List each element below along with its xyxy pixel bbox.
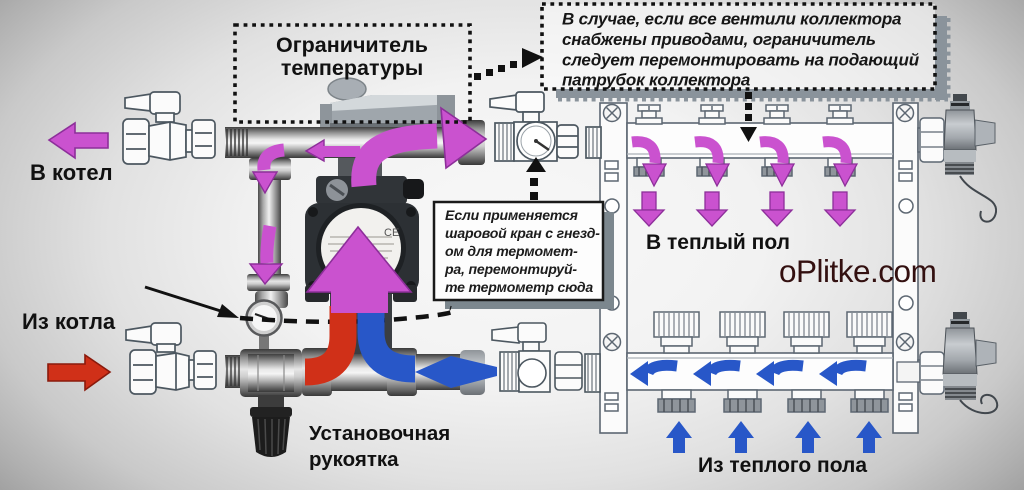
svg-text:В случае, если все вентили кол: В случае, если все вентили коллектора: [562, 10, 901, 29]
svg-text:oPlitke.com: oPlitke.com: [779, 253, 936, 289]
svg-text:Из теплого пола: Из теплого пола: [698, 454, 867, 477]
svg-text:В теплый пол: В теплый пол: [646, 231, 790, 254]
svg-text:снабжены приводами, ограничите: снабжены приводами, ограничитель: [562, 30, 876, 49]
svg-text:Ограничитель: Ограничитель: [276, 33, 428, 57]
svg-text:те термометр сюда: те термометр сюда: [445, 279, 593, 295]
svg-text:температуры: температуры: [281, 56, 423, 80]
svg-text:шаровой кран с гнезд-: шаровой кран с гнезд-: [445, 225, 600, 241]
svg-text:В котел: В котел: [30, 160, 113, 185]
svg-text:Установочная: Установочная: [309, 422, 450, 445]
svg-text:Если применяется: Если применяется: [445, 207, 579, 223]
svg-text:рукоятка: рукоятка: [309, 448, 399, 471]
svg-text:ом для термомет-: ом для термомет-: [445, 243, 578, 259]
svg-text:CE: CE: [384, 227, 399, 239]
svg-text:Из котла: Из котла: [22, 309, 116, 334]
svg-text:патрубок коллектора: патрубок коллектора: [562, 71, 750, 90]
svg-text:следует перемонтировать на под: следует перемонтировать на подающий: [562, 51, 920, 70]
svg-text:ра, перемонтируй-: ра, перемонтируй-: [444, 261, 577, 277]
